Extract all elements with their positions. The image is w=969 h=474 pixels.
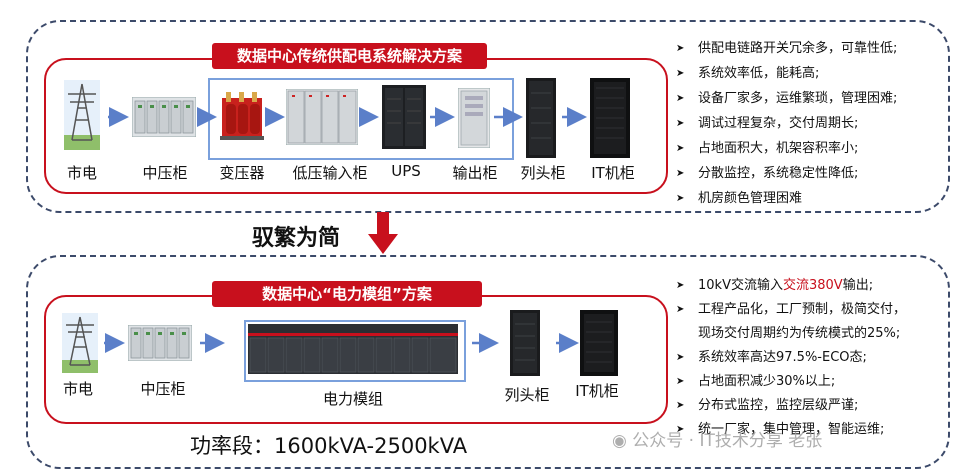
row-head-cabinet-icon [510, 310, 540, 376]
bullet-arrow-icon: ➤ [676, 346, 684, 370]
device-label-output: 输出柜 [450, 162, 500, 183]
bullet-arrow-icon: ➤ [676, 186, 684, 211]
device-label-mv-switchgear: 中压柜 [140, 162, 190, 183]
bullet-arrow-icon: ➤ [676, 86, 684, 111]
watermark: ◉ 公众号 · IT技术分享 老张 [612, 426, 822, 451]
power-tower-icon [62, 313, 98, 373]
bullet-arrow-icon: ➤ [676, 61, 684, 86]
list-item: ➤10kV交流输入交流380V输出; [676, 274, 906, 298]
top-bullet-list: ➤供配电链路开关冗余多，可靠性低; ➤系统效率低，能耗高; ➤设备厂家多，运维繁… [676, 36, 897, 211]
list-item: ➤调试过程复杂，交付周期长; [676, 111, 897, 136]
device-label-it-rack: IT机柜 [572, 380, 622, 401]
list-item: ➤系统效率高达97.5%-ECO态; [676, 346, 906, 370]
bullet-arrow-icon: ➤ [676, 161, 684, 186]
device-label-ups: UPS [386, 162, 426, 180]
list-item: ➤分散监控，系统稳定性降低; [676, 161, 897, 186]
list-item: ➤分布式监控，监控层级严谨; [676, 394, 906, 418]
power-range: 功率段：1600kVA-2500kVA [190, 430, 467, 460]
bullet-arrow-icon: ➤ [676, 298, 684, 322]
bullet-arrow-icon: ➤ [676, 370, 684, 394]
power-module-icon [248, 324, 458, 374]
device-label-lv-input: 低压输入柜 [290, 162, 370, 183]
list-item-continuation: 现场交付周期约为传统模式的25%; [676, 322, 906, 346]
bullet-arrow-icon: ➤ [676, 111, 684, 136]
device-label-grid: 市电 [58, 378, 98, 399]
wechat-icon: ◉ [612, 431, 627, 451]
bottom-bullet-list: ➤10kV交流输入交流380V输出; ➤工程产品化，工厂预制，极简交付， 现场交… [676, 274, 906, 442]
list-item: ➤系统效率低，能耗高; [676, 61, 897, 86]
device-label-grid: 市电 [62, 162, 102, 183]
down-arrow-icon [368, 212, 398, 254]
bullet-arrow-icon: ➤ [676, 136, 684, 161]
bullet-arrow-icon: ➤ [676, 274, 684, 298]
simplify-label: 驭繁为简 [252, 220, 340, 252]
list-item: ➤供配电链路开关冗余多，可靠性低; [676, 36, 897, 61]
list-item: ➤占地面积减少30%以上; [676, 370, 906, 394]
device-label-row-head: 列头柜 [502, 384, 552, 405]
list-item: ➤占地面积大，机架容积率小; [676, 136, 897, 161]
device-label-power-module: 电力模组 [318, 388, 388, 409]
bullet-arrow-icon: ➤ [676, 36, 684, 61]
bullet-arrow-icon: ➤ [676, 394, 684, 418]
list-item: ➤机房颜色管理困难 [676, 186, 897, 211]
mv-switchgear-icon [128, 325, 192, 361]
list-item: ➤工程产品化，工厂预制，极简交付， [676, 298, 906, 322]
it-rack-icon [580, 310, 618, 376]
bottom-title: 数据中心“电力模组”方案 [212, 281, 482, 307]
device-label-it-rack: IT机柜 [588, 162, 638, 183]
list-item: ➤设备厂家多，运维繁琐，管理困难; [676, 86, 897, 111]
device-label-mv-switchgear: 中压柜 [138, 378, 188, 399]
device-label-row-head: 列头柜 [518, 162, 568, 183]
device-label-transformer: 变压器 [216, 162, 268, 183]
